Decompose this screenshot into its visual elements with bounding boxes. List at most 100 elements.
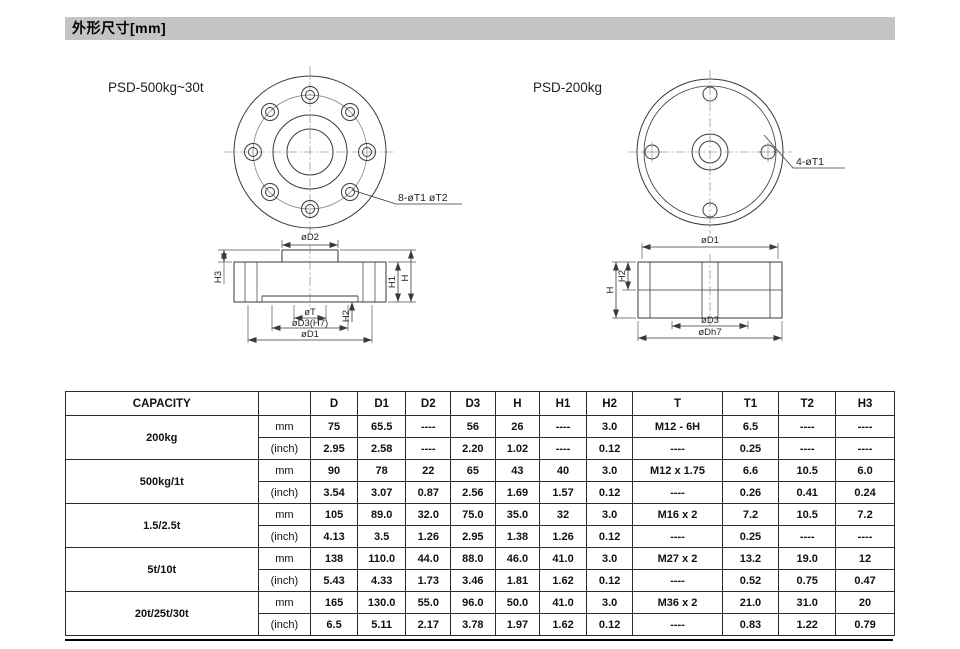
dim-label-t: øT [304, 307, 316, 318]
column-header: T1 [721, 391, 780, 416]
unit-cell: mm [257, 547, 312, 570]
value-cell: 0.12 [585, 481, 634, 504]
dim-label-h: H [400, 274, 411, 281]
capacity-cell: 20t/25t/30t [65, 591, 259, 636]
value-cell: ---- [632, 437, 723, 460]
value-cell: 65 [450, 459, 496, 482]
right-holes-callout: 4-øT1 [796, 156, 824, 168]
value-cell: 19.0 [778, 547, 837, 570]
value-cell: 3.0 [585, 415, 634, 438]
value-cell: 31.0 [778, 591, 837, 614]
column-header: H [494, 391, 541, 416]
psd500-side-view: øD2 øT øD3(H7) øD1 H1 [213, 232, 416, 343]
column-header: D3 [450, 391, 496, 416]
column-header: H1 [539, 391, 587, 416]
dim-label-h2-right: H2 [617, 270, 628, 282]
dim-label-d2: øD2 [301, 232, 319, 243]
value-cell: ---- [778, 525, 837, 548]
value-cell: ---- [539, 437, 587, 460]
unit-cell: (inch) [257, 525, 312, 548]
value-cell: 7.2 [835, 503, 895, 526]
value-cell: ---- [632, 569, 723, 592]
dim-label-d1: øD1 [301, 329, 319, 340]
dimension-drawings: PSD-500kg~30t [108, 66, 845, 343]
value-cell: 0.24 [835, 481, 895, 504]
value-cell: 10.5 [778, 503, 837, 526]
value-cell: 6.5 [310, 613, 358, 636]
value-cell: 3.0 [585, 591, 634, 614]
psd200-top-view: 4-øT1 [628, 70, 845, 234]
bolt-holes [244, 86, 376, 218]
value-cell: 32.0 [405, 503, 452, 526]
value-cell: 6.0 [835, 459, 895, 482]
unit-cell: (inch) [257, 437, 312, 460]
value-cell: 4.33 [356, 569, 407, 592]
value-cell: 6.6 [721, 459, 780, 482]
unit-cell: mm [257, 591, 312, 614]
value-cell: 7.2 [721, 503, 780, 526]
value-cell: ---- [405, 437, 452, 460]
unit-cell: mm [257, 459, 312, 482]
unit-cell: mm [257, 415, 312, 438]
psd500-top-view: 8-øT1 øT2 [224, 66, 462, 238]
left-holes-callout: 8-øT1 øT2 [398, 192, 448, 204]
value-cell: 40 [539, 459, 587, 482]
value-cell: 3.5 [356, 525, 407, 548]
left-drawing-title: PSD-500kg~30t [108, 80, 204, 95]
value-cell: 35.0 [494, 503, 541, 526]
value-cell: 105 [310, 503, 358, 526]
value-cell: 2.17 [405, 613, 452, 636]
value-cell: ---- [632, 525, 723, 548]
value-cell: 32 [539, 503, 587, 526]
value-cell: 13.2 [721, 547, 780, 570]
value-cell: 56 [450, 415, 496, 438]
value-cell: 1.26 [539, 525, 587, 548]
value-cell: 0.83 [721, 613, 780, 636]
value-cell: ---- [778, 415, 837, 438]
column-header: T2 [778, 391, 837, 416]
value-cell: ---- [835, 437, 895, 460]
value-cell: 1.62 [539, 569, 587, 592]
value-cell: 41.0 [539, 547, 587, 570]
value-cell: 0.47 [835, 569, 895, 592]
value-cell: 6.5 [721, 415, 780, 438]
value-cell: 2.95 [450, 525, 496, 548]
value-cell: 1.26 [405, 525, 452, 548]
psd200-side-view: øD1 øD3 øDh7 H H2 [605, 235, 783, 341]
column-header: D1 [356, 391, 407, 416]
value-cell: ---- [405, 415, 452, 438]
value-cell: 12 [835, 547, 895, 570]
dim-label-h2-left: H2 [341, 310, 352, 322]
column-header: CAPACITY [65, 391, 259, 416]
value-cell: 0.52 [721, 569, 780, 592]
dim-label-h1: H1 [387, 276, 398, 288]
value-cell: 78 [356, 459, 407, 482]
value-cell: 0.75 [778, 569, 837, 592]
capacity-cell: 200kg [65, 415, 259, 460]
value-cell: 0.87 [405, 481, 452, 504]
value-cell: 46.0 [494, 547, 541, 570]
value-cell: 3.0 [585, 547, 634, 570]
value-cell: 0.12 [585, 437, 634, 460]
value-cell: 130.0 [356, 591, 407, 614]
value-cell: 1.62 [539, 613, 587, 636]
column-header [257, 391, 312, 416]
unit-cell: (inch) [257, 613, 312, 636]
dim-label-d3-right: øD3 [701, 315, 719, 326]
value-cell: 21.0 [721, 591, 780, 614]
value-cell: 75.0 [450, 503, 496, 526]
value-cell: 65.5 [356, 415, 407, 438]
bolt-holes [642, 86, 778, 218]
value-cell: M12 x 1.75 [632, 459, 723, 482]
value-cell: ---- [539, 415, 587, 438]
value-cell: M16 x 2 [632, 503, 723, 526]
